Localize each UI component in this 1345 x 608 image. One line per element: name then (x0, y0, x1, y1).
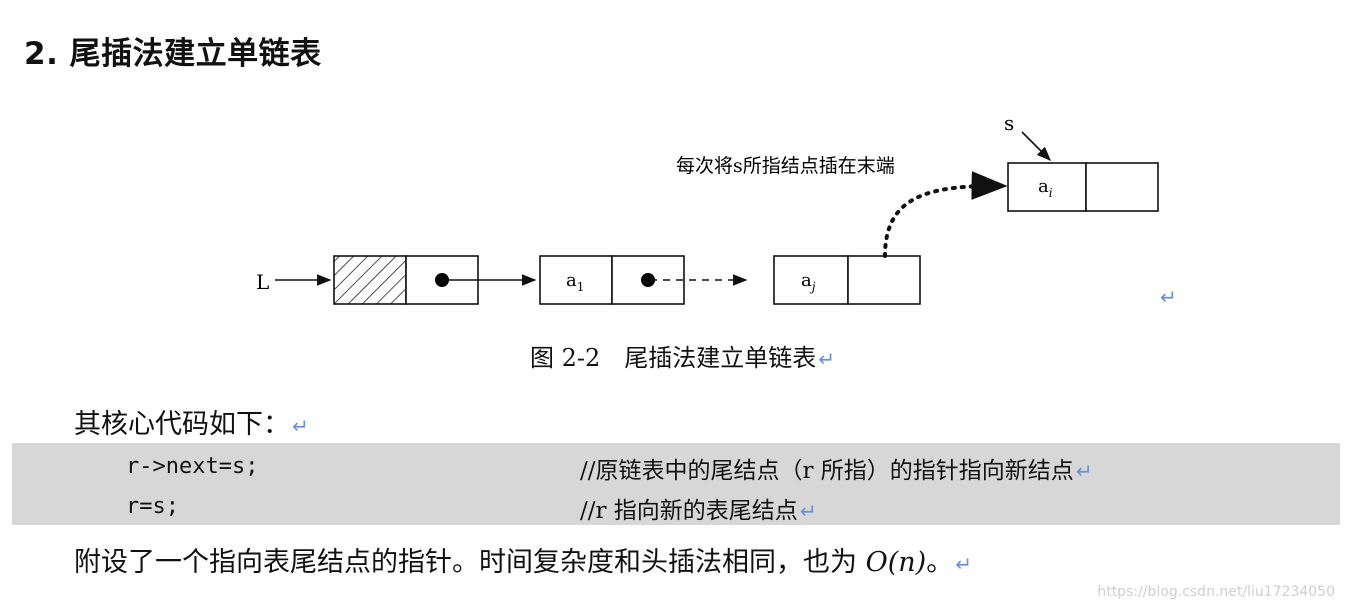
watermark: https://blog.csdn.net/liu17234050 (1097, 584, 1335, 600)
code-comment-2: //r 指向新的表尾结点↵ (580, 498, 817, 524)
return-mark-icon: ↵ (799, 499, 817, 523)
complexity-math: O(n) (865, 547, 927, 578)
return-mark-icon: ↵ (292, 414, 309, 438)
section-title: 2. 尾插法建立单链表 (24, 36, 322, 72)
node-ai: ai (1007, 162, 1159, 212)
insert-path (883, 171, 1008, 258)
return-mark-icon: ↵ (955, 552, 972, 576)
s-pointer-label: s (1004, 111, 1014, 135)
insert-note: 每次将s所指结点插在末端 (676, 155, 895, 177)
summary-text: 附设了一个指向表尾结点的指针。时间复杂度和头插法相同，也为 O(n)。↵ (74, 547, 972, 578)
return-mark-icon: ↵ (1075, 459, 1093, 483)
pointer-dot (641, 273, 655, 287)
return-mark-icon: ↵ (1160, 285, 1177, 309)
code-comment-1: //原链表中的尾结点（r 所指）的指针指向新结点↵ (580, 458, 1093, 484)
code-block (12, 443, 1340, 525)
svg-text:aj: aj (801, 270, 816, 294)
code-line-2: r=s; (126, 494, 179, 519)
s-pointer-arrow (1021, 131, 1052, 162)
intro-text: 其核心代码如下：↵ (74, 409, 309, 440)
node-a1: a1 (539, 255, 685, 305)
head-node (333, 255, 479, 305)
node-aj: aj (773, 255, 921, 305)
svg-text:a1: a1 (566, 270, 584, 294)
return-mark-icon: ↵ (818, 347, 836, 371)
linked-list-diagram: L a1 aj 每次将s所指结点插在末端 s ai ↵ (256, 111, 1177, 309)
svg-text:ai: ai (1038, 176, 1053, 200)
code-line-1: r->next=s; (126, 454, 259, 479)
head-pointer-label: L (256, 270, 269, 294)
figure-caption: 图 2-2 尾插法建立单链表↵ (530, 344, 836, 372)
